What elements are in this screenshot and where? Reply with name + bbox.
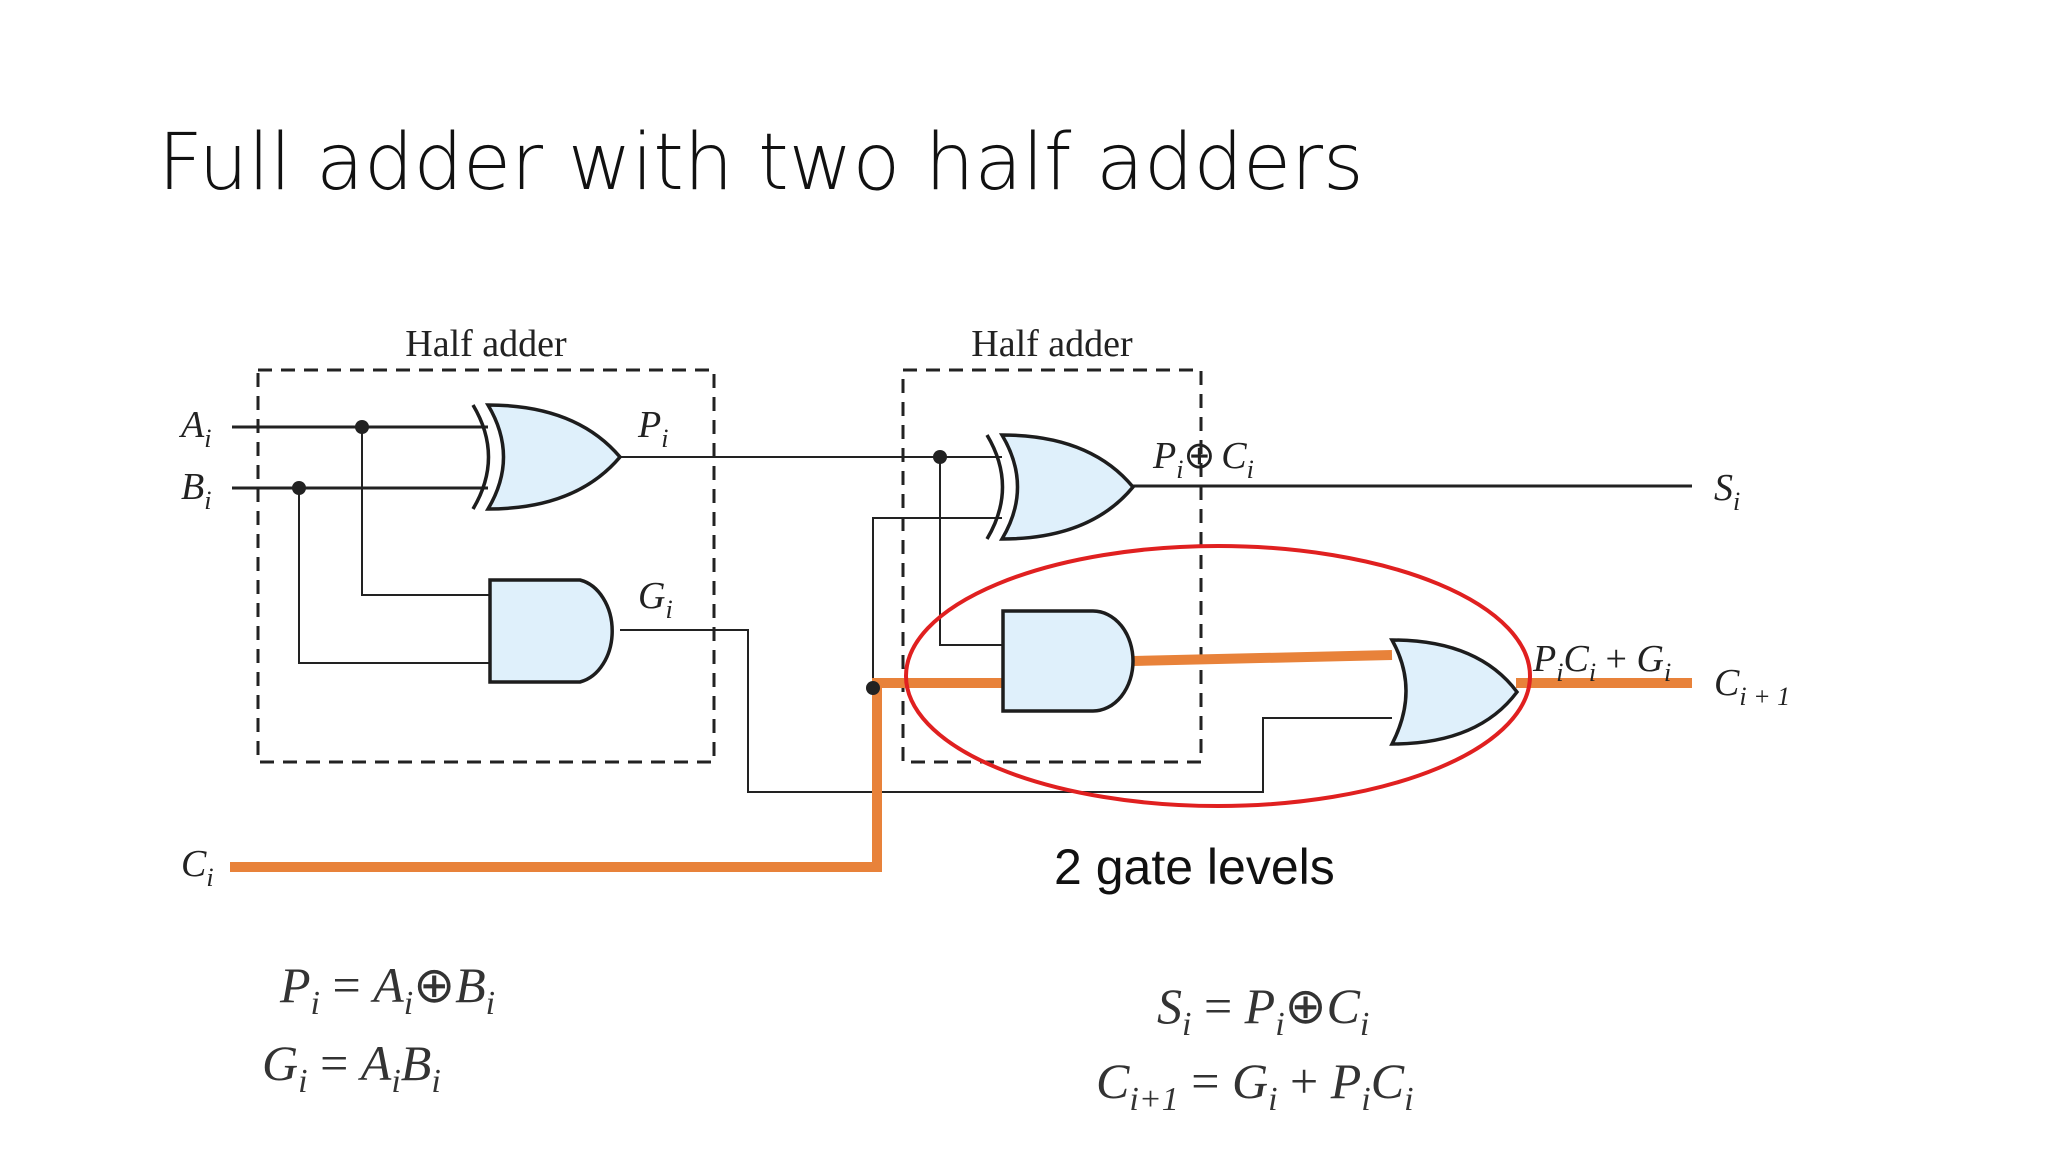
junction-dots — [292, 420, 947, 695]
output-cout-label: Ci + 1 — [1714, 662, 1790, 711]
gate-levels-ellipse — [904, 544, 1532, 808]
input-c-label: Ci — [181, 843, 214, 892]
signal-p-label: Pi — [637, 404, 668, 453]
equation-p: Pi = Ai⊕Bi — [279, 957, 495, 1022]
half-adder-right-label: Half adder — [971, 323, 1133, 365]
input-a-label: Ai — [178, 404, 211, 453]
output-s-label: Si — [1714, 467, 1740, 516]
wires — [232, 425, 1692, 793]
xor-gate-1 — [471, 403, 623, 511]
and-gate-1 — [488, 578, 614, 684]
gate-levels-annotation: 2 gate levels — [1054, 839, 1335, 895]
critical-path-highlight — [230, 650, 1692, 872]
signal-pc-plus-g-label: PiCi + Gi — [1532, 638, 1671, 687]
and-gate-2 — [1001, 609, 1135, 713]
slide-title: Full adder with two half adders — [158, 118, 1364, 208]
equation-cout: Ci+1 = Gi + PiCi — [1096, 1053, 1414, 1118]
or-gate — [1389, 638, 1520, 746]
xor-gate-2 — [985, 433, 1136, 541]
half-adder-box-right — [901, 368, 1203, 764]
signal-g-label: Gi — [638, 575, 673, 624]
input-b-label: Bi — [181, 466, 211, 515]
half-adder-box-left — [256, 368, 716, 764]
signal-p-xor-c-label: Pi⊕Ci — [1152, 435, 1254, 484]
equation-s: Si = Pi⊕Ci — [1157, 978, 1369, 1043]
equation-g: Gi = AiBi — [262, 1035, 441, 1100]
half-adder-left-label: Half adder — [405, 323, 567, 365]
